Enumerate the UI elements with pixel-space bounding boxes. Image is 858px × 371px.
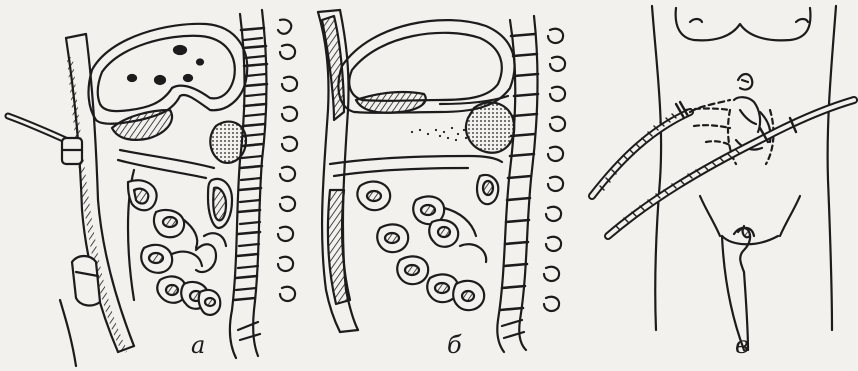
drain-lower bbox=[608, 100, 854, 236]
stomach-b bbox=[338, 20, 514, 113]
spine bbox=[230, 10, 297, 358]
panel-label-b: б bbox=[447, 333, 462, 357]
pancreas-b bbox=[406, 102, 514, 152]
panel-label-v: в bbox=[735, 333, 749, 357]
drain-tube bbox=[8, 116, 82, 164]
panel-v bbox=[592, 6, 854, 350]
umbilicus bbox=[738, 74, 752, 90]
spine-b bbox=[497, 16, 565, 352]
bowel-loops-b bbox=[330, 156, 502, 310]
torso-outline bbox=[652, 6, 836, 350]
bowel-loops bbox=[118, 150, 226, 315]
panel-label-a: а bbox=[191, 333, 205, 357]
panel-b bbox=[318, 10, 565, 352]
panel-a bbox=[8, 10, 297, 366]
wall-clamp bbox=[60, 256, 100, 366]
abdominal-wall-b bbox=[318, 10, 358, 332]
